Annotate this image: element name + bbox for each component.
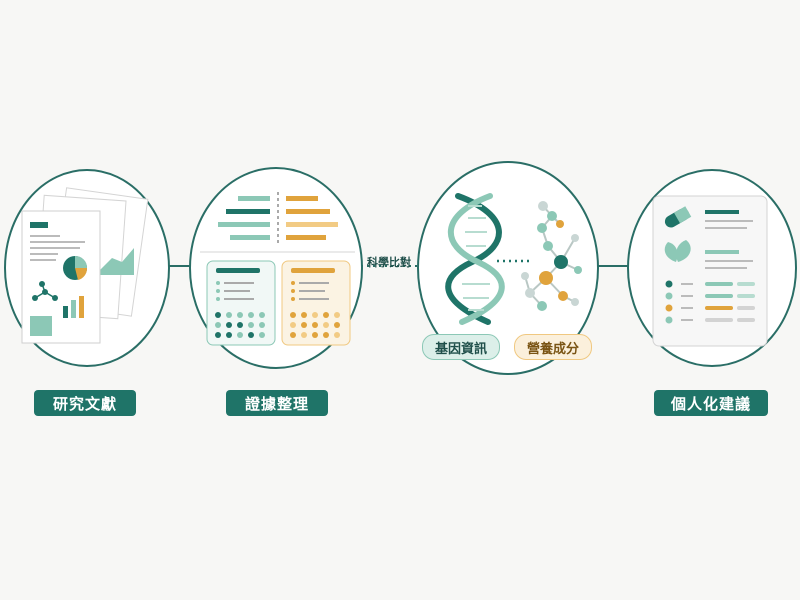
science-circle (417, 161, 599, 375)
gene-info-tag: 基因資訊 (422, 334, 500, 360)
documents-icon (21, 187, 149, 344)
dna-icon (445, 193, 505, 325)
research-circle (4, 169, 170, 367)
stage-label-evidence: 證據整理 (226, 390, 328, 416)
stage-label-recommendation: 個人化建議 (654, 390, 768, 416)
connector-label: 科學比對 (367, 256, 411, 269)
stage-label-research: 研究文獻 (34, 390, 136, 416)
comparison-bars-icon (218, 192, 338, 245)
nutrient-tag: 營養成分 (514, 334, 592, 360)
molecule-icon (521, 201, 582, 311)
report-card-icon (652, 195, 768, 347)
recommendation-circle (627, 169, 797, 367)
evidence-circle (189, 167, 363, 369)
teal-evidence-card (206, 260, 276, 346)
capsule-icon (664, 206, 692, 228)
amber-evidence-card (281, 260, 351, 346)
leaf-icon (664, 240, 691, 262)
